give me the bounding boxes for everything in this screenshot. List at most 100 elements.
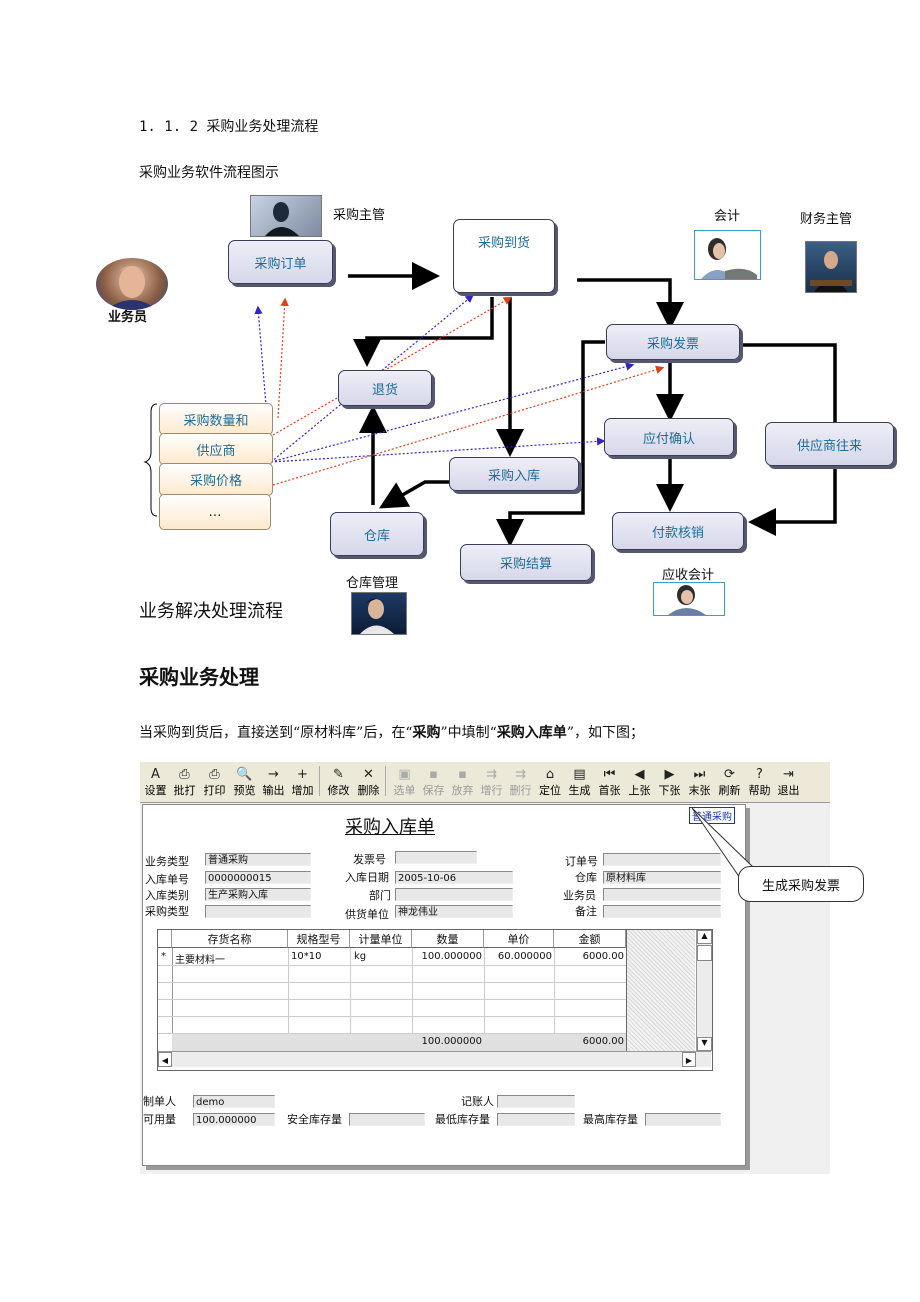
cell-name[interactable]: 主要材料一 [175,955,225,966]
scroll-left-icon[interactable]: ◀ [158,1052,172,1067]
col-header-name[interactable]: 存货名称 [172,930,288,948]
col-header-spec[interactable]: 规格型号 [288,930,350,948]
toolbar-button[interactable]: ⏮首张 [595,764,624,798]
horizontal-scrollbar[interactable]: ◀ ▶ [158,1051,711,1067]
toolbar-icon: ▪ [458,767,467,782]
paragraph-text: ”，如下图； [566,725,644,741]
total-amount: 6000.00 [582,1036,624,1047]
list-item-ellipsis: … [159,494,271,530]
inbound-date-label: 入库日期 [345,871,389,884]
total-qty: 100.000000 [421,1036,482,1047]
vertical-scrollbar[interactable]: ▲ ▼ [696,930,712,1051]
toolbar-button[interactable]: ✎修改 [324,764,353,798]
maker-field[interactable]: demo [193,1095,275,1108]
warehouse-field-label: 仓库 [575,871,597,884]
toolbar-button[interactable]: +增加 [288,764,317,798]
salesman-field[interactable] [603,888,721,901]
inbound-date-field[interactable]: 2005-10-06 [395,871,513,884]
toolbar-icon: ◀ [634,767,645,782]
paragraph-bold-inbound-form: 采购入库单 [496,725,567,741]
inbound-no-field[interactable]: 0000000015 [205,871,311,884]
list-item-price: 采购价格 [159,463,273,496]
paragraph-bold-purchase: 采购 [412,725,441,741]
inbound-cat-field[interactable]: 生产采购入库 [205,888,311,901]
toolbar-button[interactable]: ▪放弃 [448,764,477,798]
toolbar-button[interactable]: ⇉删行 [506,764,535,798]
supplier-label: 供货单位 [345,908,389,921]
toolbar-icon: ▣ [398,767,411,782]
toolbar-button[interactable]: ?帮助 [745,764,774,798]
inbound-no-label: 入库单号 [145,873,189,886]
col-header-qty[interactable]: 数量 [412,930,484,948]
cell-amount[interactable]: 6000.00 [582,951,624,962]
bookkeeper-field[interactable] [497,1095,575,1108]
available-field[interactable]: 100.000000 [193,1113,275,1126]
toolbar-button[interactable]: 🔍预览 [230,764,259,798]
flow-caption: 业务解决处理流程 [139,601,283,622]
col-header-amount[interactable]: 金额 [554,930,626,948]
cell-price[interactable]: 60.000000 [497,951,552,962]
toolbar-button[interactable]: ◀上张 [625,764,654,798]
dept-field[interactable] [395,888,513,901]
section-title: 采购业务处理 [139,665,259,689]
toolbar-button[interactable]: ⟳刷新 [715,764,744,798]
col-header-unit[interactable]: 计量单位 [350,930,412,948]
inbound-form: 采购入库单 普通采购 业务类型 普通采购 发票号 订单号 入库单号 000000… [142,804,746,1166]
toolbar-button-label: 下张 [658,784,681,797]
toolbar-button[interactable]: ▶下张 [655,764,684,798]
toolbar-button[interactable]: ▣选单 [390,764,419,798]
scroll-up-icon[interactable]: ▲ [697,930,712,944]
purchase-type-field[interactable] [205,905,311,918]
toolbar-button[interactable]: ⇥退出 [775,764,802,798]
purchase-manager-label: 采购主管 [333,208,386,223]
toolbar-button[interactable]: ⎙批打 [170,764,199,798]
box-arrival: 采购到货 [453,219,555,293]
toolbar-button-label: 打印 [203,784,226,797]
toolbar-button[interactable]: ✕删除 [354,764,383,798]
toolbar-icon: ⎙ [209,767,220,782]
receivable-accountant-label: 应收会计 [662,568,715,583]
cell-qty[interactable]: 100.000000 [421,951,482,962]
invoice-no-field[interactable] [395,851,477,864]
order-no-field[interactable] [603,853,721,866]
toolbar-icon: + [297,767,308,782]
col-header-price[interactable]: 单价 [484,930,554,948]
toolbar-button-label: 设置 [144,784,167,797]
scroll-thumb[interactable] [697,945,712,961]
toolbar-icon: ? [756,767,763,782]
safety-stock-field[interactable] [349,1113,425,1126]
toolbar-button[interactable]: ⇉增行 [478,764,505,798]
window-side-area [752,804,830,1174]
inbound-cat-label: 入库类别 [145,889,189,902]
toolbar-button[interactable]: ⏭末张 [685,764,714,798]
scroll-down-icon[interactable]: ▼ [697,1037,712,1051]
warehouse-manager-photo [351,592,407,635]
toolbar-button[interactable]: ⌂定位 [536,764,564,798]
toolbar-button[interactable]: ▪保存 [420,764,447,798]
toolbar-icon: ⎙ [179,767,190,782]
toolbar-dropdown-arrow[interactable] [385,766,386,796]
scroll-right-icon[interactable]: ▶ [682,1052,696,1067]
cell-unit[interactable]: kg [354,951,367,962]
toolbar-button-label: 保存 [422,784,445,797]
paragraph-text: 当采购到货后，直接送到“原材料库”后，在“ [139,725,413,741]
toolbar-button-label: 修改 [327,784,350,797]
cell-spec[interactable]: 10*10 [291,951,322,962]
maker-label: 制单人 [143,1095,176,1108]
toolbar-icon: ⌂ [545,767,555,782]
max-stock-field[interactable] [645,1113,721,1126]
biz-type-label: 业务类型 [145,855,189,868]
biz-type-field[interactable]: 普通采购 [205,853,311,866]
supplier-field[interactable]: 神龙伟业 [395,905,513,918]
toolbar-button[interactable]: →输出 [260,764,287,798]
remark-field[interactable] [603,905,721,918]
invoice-no-label: 发票号 [353,853,386,866]
min-stock-field[interactable] [497,1113,575,1126]
grid-line [626,930,627,1051]
warehouse-field[interactable]: 原材料库 [603,871,721,884]
toolbar-button[interactable]: ⎙ 打印 [200,764,229,798]
toolbar-button[interactable]: ▤生成 [565,764,594,798]
toolbar-dropdown-arrow[interactable] [319,766,320,796]
items-table[interactable]: 存货名称 规格型号 计量单位 数量 单价 金额 * 主要材料一 10*10 k [157,929,713,1071]
